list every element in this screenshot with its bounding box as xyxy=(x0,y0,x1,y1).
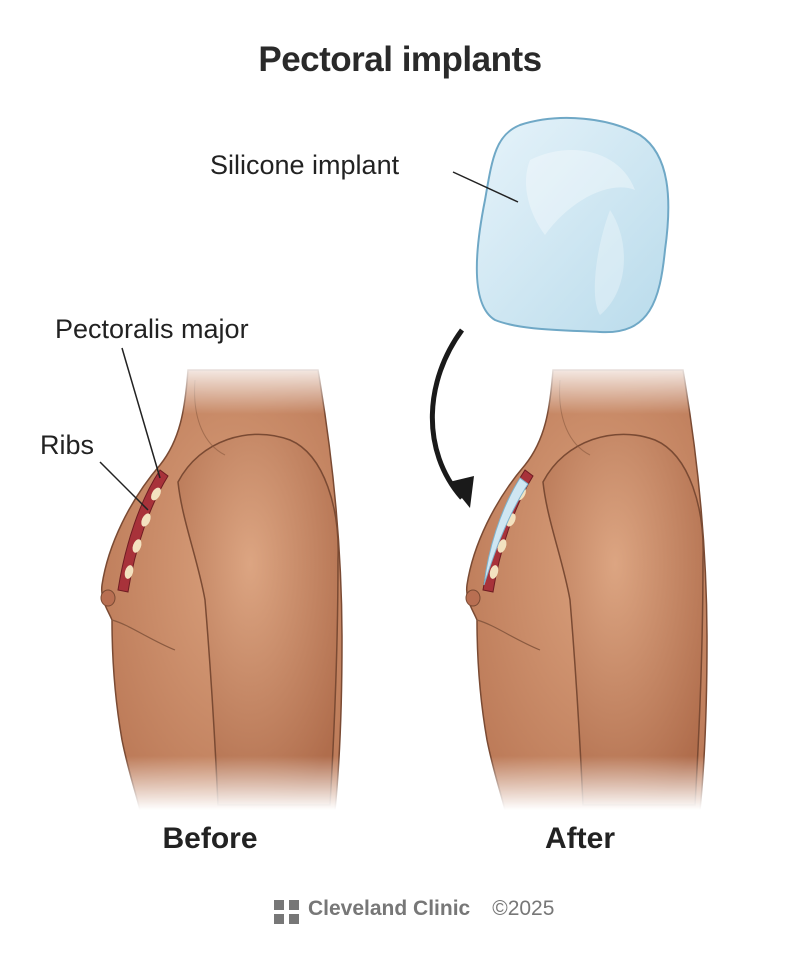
brand-name: Cleveland Clinic xyxy=(308,897,471,920)
arrow-icon xyxy=(429,328,465,500)
copyright: ©2025 xyxy=(492,897,555,920)
cleveland-clinic-logo-icon xyxy=(274,900,299,924)
silicone-implant xyxy=(475,117,670,334)
caption-after: After xyxy=(544,822,615,855)
label-silicone-implant: Silicone implant xyxy=(210,150,400,180)
after-torso xyxy=(465,369,708,811)
before-torso xyxy=(100,369,343,811)
label-ribs: Ribs xyxy=(40,430,95,460)
label-pectoralis-major: Pectoralis major xyxy=(55,314,249,344)
placed-implant xyxy=(483,477,529,586)
page-title: Pectoral implants xyxy=(258,40,542,79)
leader-line-implant xyxy=(452,171,519,203)
caption-before: Before xyxy=(162,822,258,855)
leader-line-ribs xyxy=(99,461,149,511)
leader-line-pectoralis xyxy=(121,347,161,479)
footer: Cleveland Clinic ©2025 xyxy=(272,897,554,921)
